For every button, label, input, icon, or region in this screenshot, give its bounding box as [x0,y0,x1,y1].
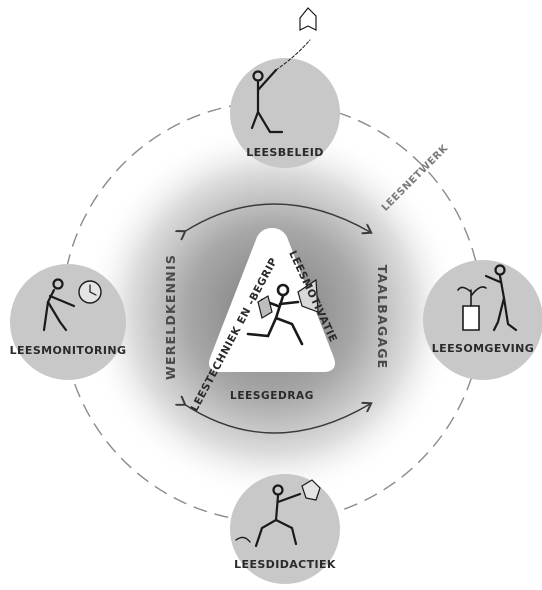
label-taalbagage: TAALBAGAGE [375,265,390,370]
svg-text:LEESOMGEVING: LEESOMGEVING [432,342,534,355]
top-curved-arrow [184,203,370,232]
clock-figure-icon [42,278,102,332]
node-leesomgeving: LEESOMGEVING [423,260,542,380]
central-triangle [209,228,335,372]
label-wereldkennis: WERELDKENNIS [163,254,178,380]
label-leesgedrag: LEESGEDRAG [230,390,314,402]
kite-flyer-icon [250,7,317,134]
svg-text:LEESMONITORING: LEESMONITORING [10,344,127,357]
plant-watering-icon [457,264,518,332]
node-leesdidactiek: LEESDIDACTIEK [230,474,340,584]
teacher-figure-icon [235,479,321,548]
svg-text:LEESDIDACTIEK: LEESDIDACTIEK [234,558,336,571]
runner-icon [246,278,319,346]
bottom-curved-arrow [184,404,370,434]
svg-text:LEESBELEID: LEESBELEID [246,146,324,159]
node-leesbeleid: LEESBELEID [230,7,340,168]
node-leesmonitoring: LEESMONITORING [10,264,127,380]
